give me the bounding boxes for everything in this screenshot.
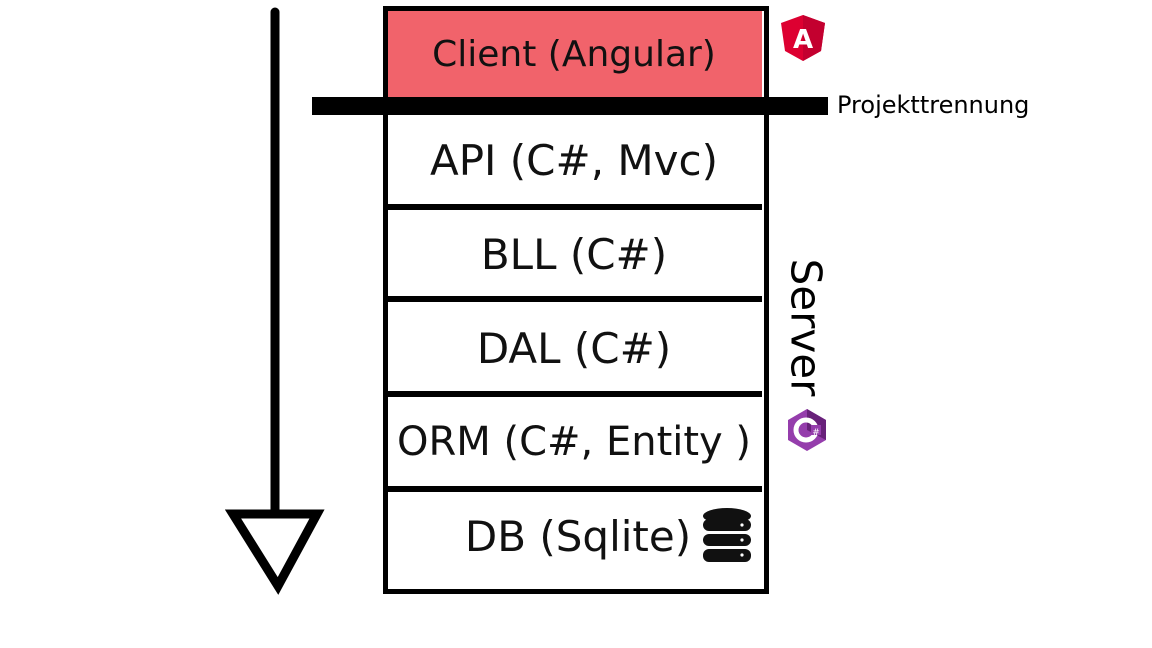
- client-layer-label: Client (Angular): [432, 33, 716, 75]
- layer-divider: [386, 391, 762, 397]
- angular-logo-letter: A: [793, 25, 813, 55]
- server-label-text: Server: [781, 258, 831, 396]
- layer-divider: [386, 296, 762, 302]
- dal-layer: DAL (C#): [386, 304, 762, 392]
- server-label: Server: [776, 258, 836, 396]
- layer-divider: [386, 204, 762, 210]
- project-separation-line: [312, 97, 828, 115]
- angular-logo-icon: A: [781, 15, 825, 61]
- database-icon: [703, 508, 752, 562]
- dal-layer-label: DAL (C#): [476, 323, 672, 373]
- bll-layer-label: BLL (C#): [480, 229, 668, 279]
- api-layer-label: API (C#, Mvc): [430, 135, 718, 185]
- csharp-logo-icon: #: [788, 409, 826, 451]
- orm-layer: ORM (C#, Entity ): [386, 398, 762, 486]
- client-layer: Client (Angular): [386, 10, 762, 98]
- orm-layer-label: ORM (C#, Entity ): [396, 419, 752, 465]
- project-separation-label: Projekttrennung: [837, 91, 1030, 119]
- svg-text:#: #: [812, 428, 820, 438]
- architecture-stack-frame: [383, 6, 769, 594]
- flow-down-arrow: [225, 7, 325, 595]
- bll-layer: BLL (C#): [386, 210, 762, 298]
- layer-divider: [386, 486, 762, 492]
- db-layer-label: DB (Sqlite): [464, 511, 692, 561]
- db-layer: DB (Sqlite): [386, 492, 762, 580]
- api-layer: API (C#, Mvc): [386, 116, 762, 204]
